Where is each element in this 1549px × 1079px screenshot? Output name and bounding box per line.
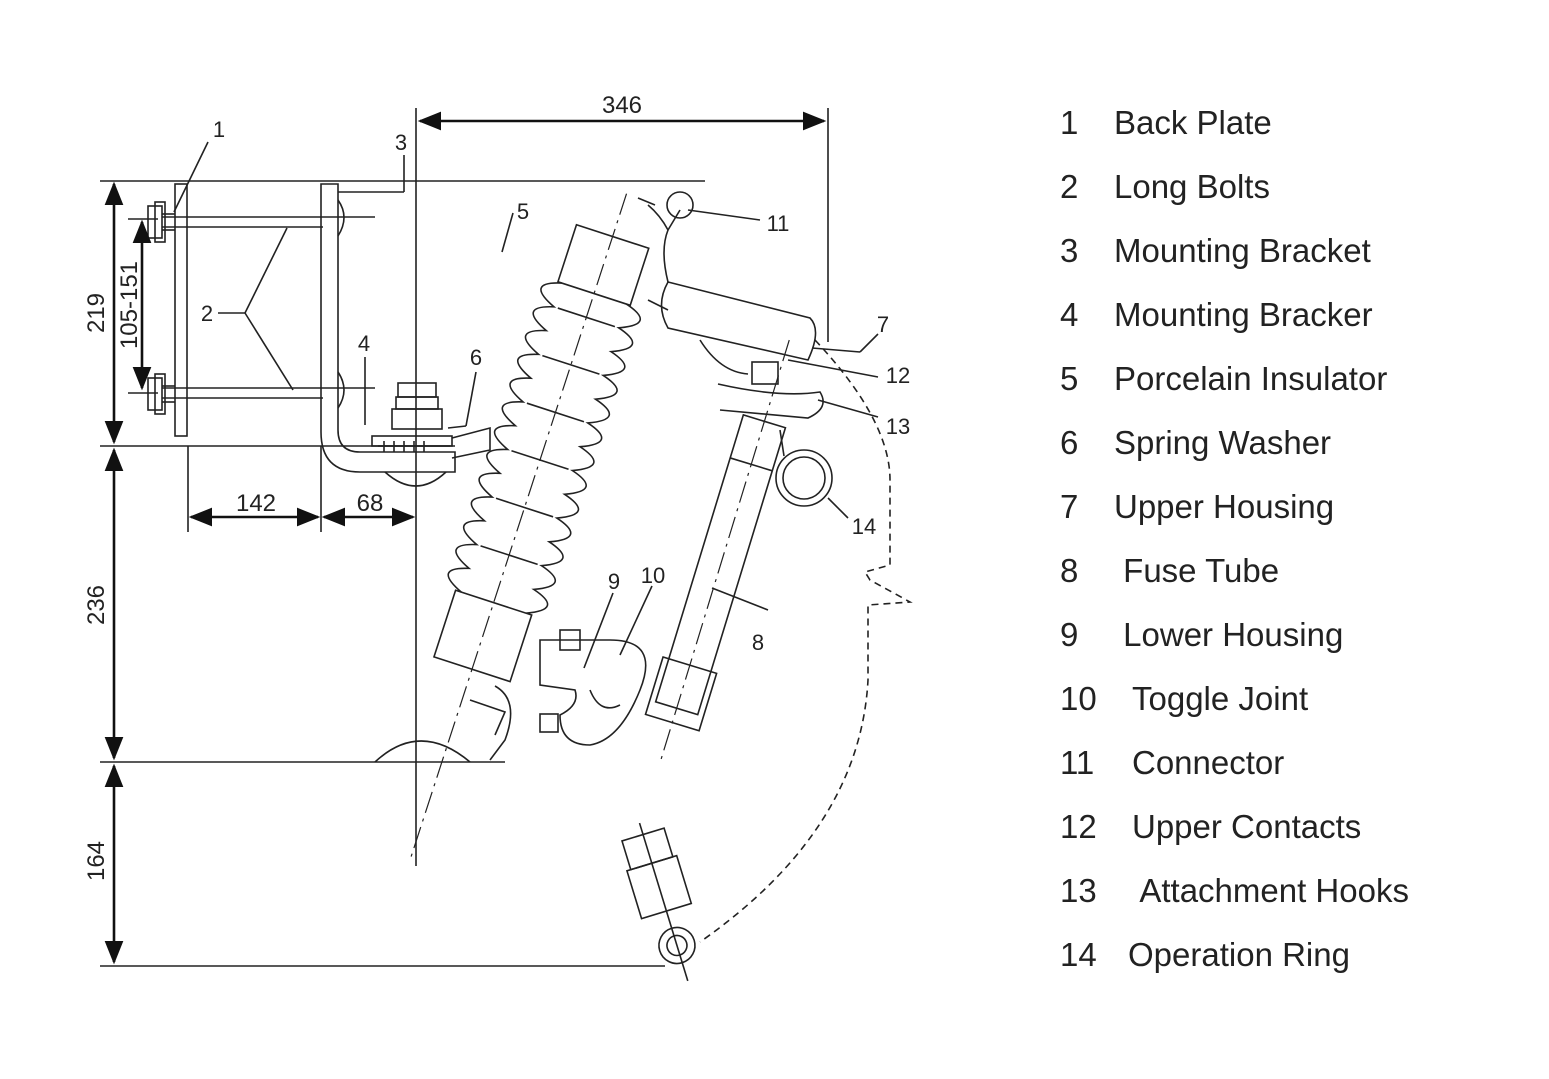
legend-number: 2: [1060, 168, 1079, 205]
legend-part-name: Back Plate: [1114, 104, 1272, 141]
dim-label-219: 219: [83, 293, 110, 333]
callout-6: 6: [470, 345, 482, 370]
callout-5: 5: [517, 199, 529, 224]
dim-label-68: 68: [357, 490, 384, 517]
legend-part-name: Upper Housing: [1114, 488, 1335, 525]
dim-label-105-151: 105-151: [116, 261, 143, 349]
dim-label-142: 142: [236, 490, 276, 517]
legend-number: 13: [1060, 872, 1097, 909]
legend-number: 11: [1060, 744, 1095, 781]
legend-part-name: Porcelain Insulator: [1114, 360, 1388, 397]
legend-item: 8 Fuse Tube: [1060, 552, 1409, 616]
callout-8: 8: [752, 630, 764, 655]
legend-part-name: Fuse Tube: [1114, 552, 1280, 589]
legend-item: 7 Upper Housing: [1060, 488, 1409, 552]
legend-item: 4 Mounting Bracker: [1060, 296, 1409, 360]
legend-number: 14: [1060, 936, 1097, 973]
legend-number: 4: [1060, 296, 1079, 333]
legend-number: 3: [1060, 232, 1079, 269]
callout-12: 12: [886, 363, 910, 388]
legend-item: 13 Attachment Hooks: [1060, 872, 1409, 936]
legend-number: 8: [1060, 552, 1079, 589]
legend-part-name: Long Bolts: [1114, 168, 1270, 205]
callout-7: 7: [877, 312, 889, 337]
back-plate-shape: [174, 183, 188, 437]
fuse-tube-shape: [644, 339, 790, 761]
legend-number: 9: [1060, 616, 1079, 653]
legend-item: 10 Toggle Joint: [1060, 680, 1409, 744]
callout-2: 2: [201, 301, 213, 326]
legend-number: 10: [1060, 680, 1097, 717]
connector-shape: [666, 191, 694, 219]
legend-part-name: Mounting Bracker: [1114, 296, 1373, 333]
legend-part-name: Attachment Hooks: [1132, 872, 1409, 909]
legend-number: 12: [1060, 808, 1097, 845]
callout-10: 10: [641, 563, 665, 588]
legend-item: 3 Mounting Bracket: [1060, 232, 1409, 296]
mounting-bracket-shape: [320, 183, 456, 473]
legend-part-name: Connector: [1132, 744, 1285, 781]
legend-number: 5: [1060, 360, 1079, 397]
dim-label-346: 346: [602, 92, 642, 119]
legend-number: 6: [1060, 424, 1079, 461]
callout-4: 4: [358, 331, 370, 356]
callout-3: 3: [395, 130, 407, 155]
callout-1: 1: [213, 117, 225, 142]
callout-9: 9: [608, 569, 620, 594]
legend-item: 14 Operation Ring: [1060, 936, 1409, 1000]
callout-13: 13: [886, 414, 910, 439]
legend-part-name: Operation Ring: [1128, 936, 1350, 973]
legend-part-name: Lower Housing: [1114, 616, 1344, 653]
legend-part-name: Mounting Bracket: [1114, 232, 1371, 269]
legend-part-name: Spring Washer: [1114, 424, 1332, 461]
legend-item: 9 Lower Housing: [1060, 616, 1409, 680]
dim-label-164: 164: [83, 841, 110, 881]
porcelain-insulator-shape: [409, 193, 650, 860]
legend-item: 5 Porcelain Insulator: [1060, 360, 1409, 424]
lower-housing-shape: [539, 639, 647, 746]
callout-14: 14: [852, 514, 876, 539]
legend-part-name: Upper Contacts: [1132, 808, 1362, 845]
legend-item: 11 Connector: [1060, 744, 1409, 808]
operation-ring-shape: [775, 449, 833, 507]
legend-part-name: Toggle Joint: [1132, 680, 1309, 717]
legend-item: 2 Long Bolts: [1060, 168, 1409, 232]
legend-number: 7: [1060, 488, 1079, 525]
legend-number: 1: [1060, 104, 1079, 141]
upper-housing-shape: [660, 281, 817, 361]
dim-label-236: 236: [83, 585, 110, 625]
legend-item: 1 Back Plate: [1060, 104, 1409, 168]
legend-item: 6 Spring Washer: [1060, 424, 1409, 488]
callout-11: 11: [767, 211, 790, 236]
legend-item: 12 Upper Contacts: [1060, 808, 1409, 872]
fuse-cutout-drawing: 346 219 105-151 142 68 236 164 1 2 3 4 5…: [83, 92, 913, 982]
